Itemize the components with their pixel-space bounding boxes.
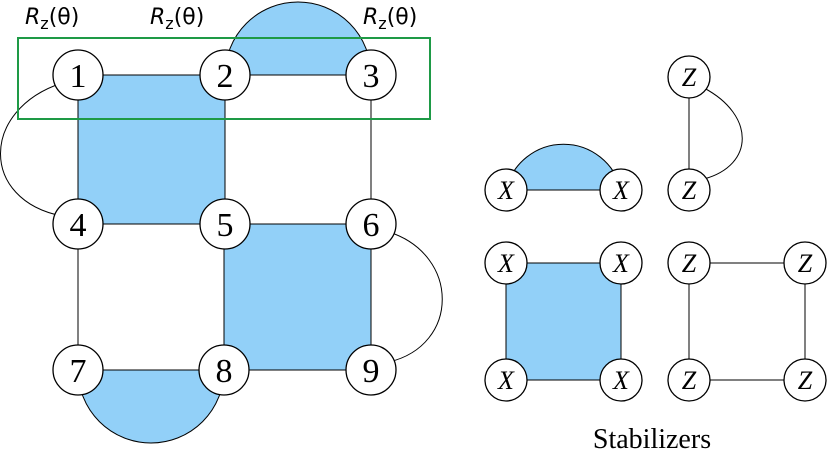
stabilizer-op: Z [682,366,697,395]
stabilizer-op: X [497,176,515,205]
stabilizers-caption: Stabilizers [593,424,711,455]
stabilizer-op: X [497,249,515,278]
qubit-4: 4 [52,198,104,250]
qubit-8: 8 [198,344,250,396]
qubit-1: 1 [52,49,104,101]
qubit-label: 4 [70,207,87,244]
qubit-label: 7 [70,353,87,390]
stabilizer-op: X [612,176,630,205]
square-plaquette-5689 [223,223,372,371]
stabilizer-x-half: X X [484,143,643,212]
stabilizer-op: Z [798,249,813,278]
bottom-half-plaquette [77,369,225,444]
stabilizer-op: Z [798,366,813,395]
stabilizer-x-square: X X X X [484,241,643,402]
qubit-label: 3 [363,58,380,95]
qubit-5: 5 [199,198,251,250]
stabilizer-op: X [612,249,630,278]
stabilizer-op: X [497,366,515,395]
rz-label-1: Rz(θ) [25,5,79,33]
stabilizer-op: Z [682,249,697,278]
qubit-9: 9 [345,344,397,396]
qubit-label: 8 [216,353,233,390]
rz-selection-box [17,37,431,120]
qubit-label: 6 [363,207,380,244]
qubit-label: 5 [217,207,234,244]
qubit-label: 2 [217,58,234,95]
rz-label-2: Rz(θ) [150,5,204,33]
stabilizer-op: Z [682,63,697,92]
qubit-2: 2 [199,49,251,101]
stabilizer-z-pair: Z Z [667,55,743,212]
stabilizer-op: X [612,366,630,395]
stabilizer-z-square: Z Z Z Z [667,241,827,402]
stabilizer-op: Z [682,176,697,205]
qubit-label: 9 [363,353,380,390]
qubit-6: 6 [345,198,397,250]
square-plaquette-1245 [77,74,226,225]
qubit-3: 3 [345,49,397,101]
qubit-7: 7 [52,344,104,396]
rz-label-3: Rz(θ) [363,5,417,33]
qubit-label: 1 [70,58,87,95]
